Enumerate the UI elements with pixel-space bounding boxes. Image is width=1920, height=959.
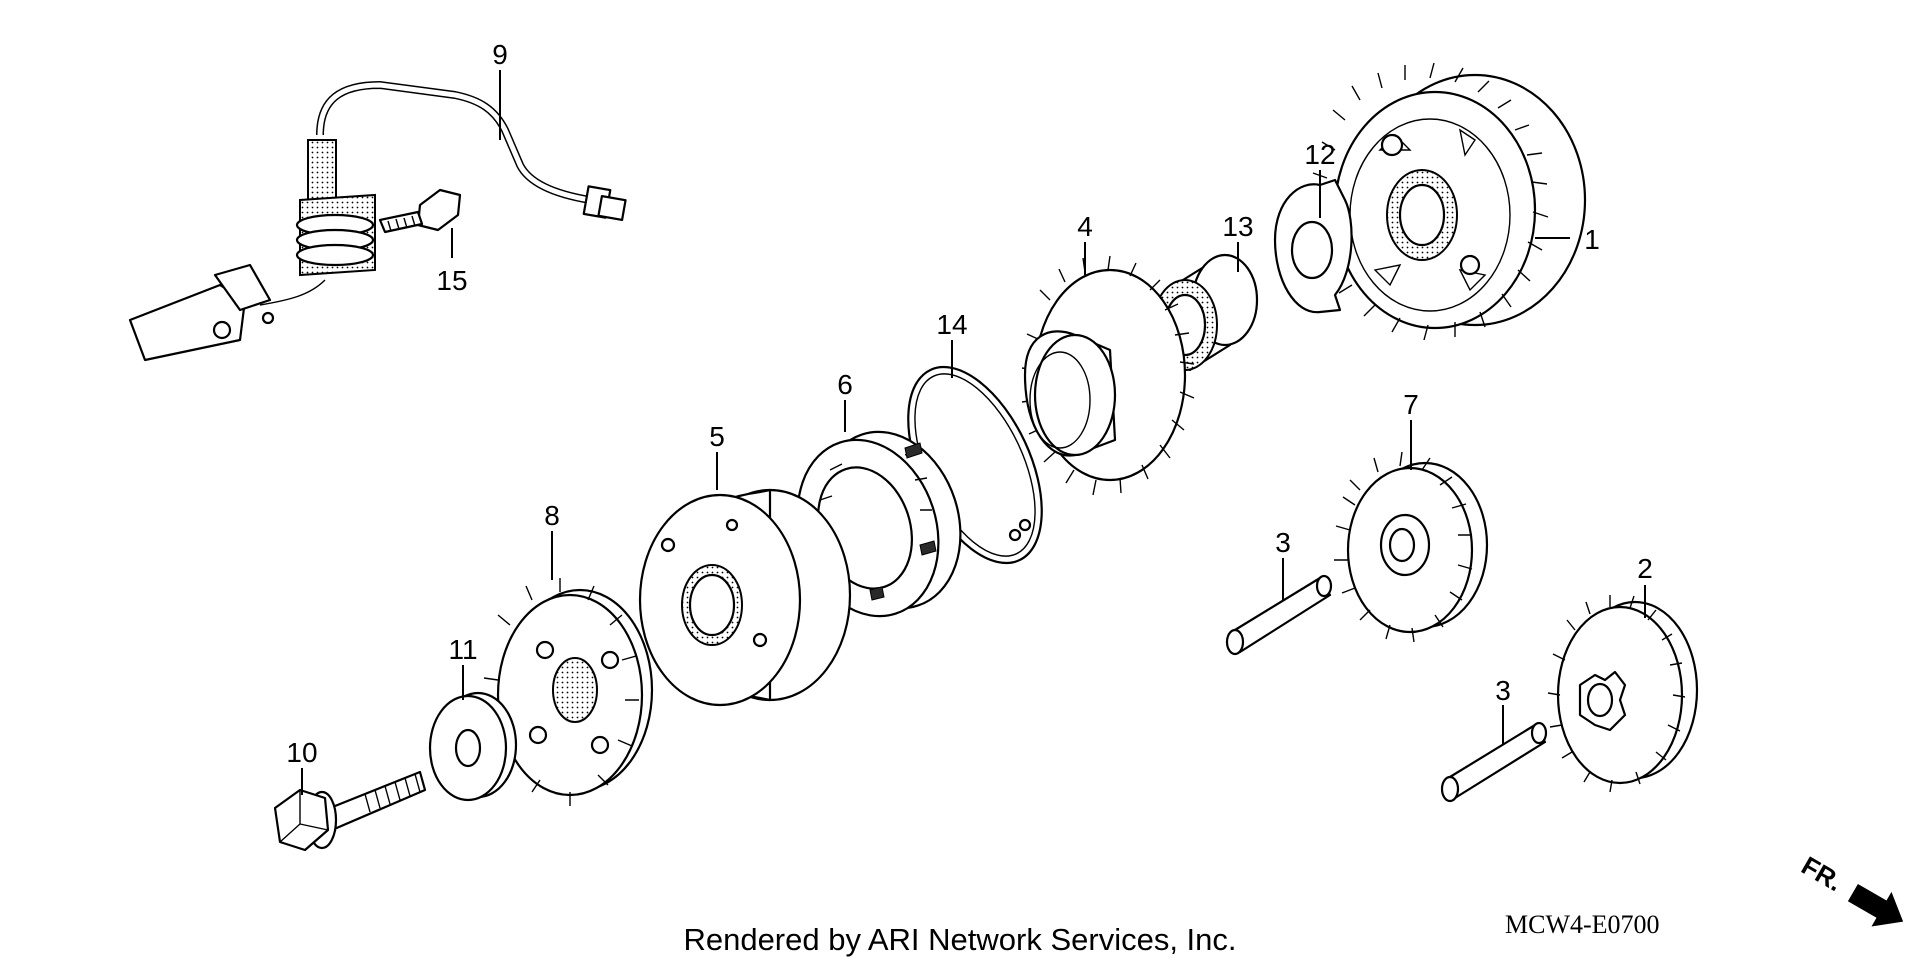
part-10-flange-bolt	[273, 770, 427, 852]
callout-5: 5	[709, 421, 725, 452]
callout-8: 8	[544, 500, 560, 531]
callout-1: 1	[1584, 224, 1600, 255]
callout-4: 4	[1077, 211, 1093, 242]
callout-3-upper: 3	[1275, 527, 1291, 558]
part-8-pulser-rotor	[483, 578, 654, 806]
callout-2: 2	[1637, 553, 1653, 584]
drawing-code: MCW4-E0700	[1505, 910, 1660, 939]
part-2-reduction-gear	[1547, 595, 1699, 793]
callout-10: 10	[286, 737, 317, 768]
part-15-bolt	[378, 188, 462, 234]
part-9-sensor-assembly	[128, 80, 627, 362]
part-3-shaft-lower	[1440, 721, 1548, 803]
front-direction-marker: FR.	[1797, 850, 1904, 927]
footer-credit: Rendered by ARI Network Services, Inc.	[683, 922, 1236, 957]
part-7-idle-gear	[1334, 451, 1489, 643]
part-12-thrust-washer	[1273, 178, 1353, 314]
callout-12: 12	[1304, 139, 1335, 170]
callout-11: 11	[448, 634, 477, 665]
part-1-large-gear	[1307, 62, 1587, 341]
callout-labels: 1 2 3 3 4 5 6 7 8 9 10 11 12 13 14 15	[286, 39, 1652, 768]
part-3-shaft-upper	[1225, 574, 1333, 656]
front-marker-label: FR.	[1797, 850, 1848, 897]
callout-3-lower: 3	[1495, 675, 1511, 706]
callout-7: 7	[1403, 389, 1419, 420]
callout-13: 13	[1222, 211, 1253, 242]
callout-9: 9	[492, 39, 508, 70]
leader-lines	[301, 70, 1646, 795]
callout-14: 14	[936, 309, 967, 340]
callout-15: 15	[436, 265, 467, 296]
front-arrow-icon	[1847, 883, 1904, 927]
part-11-washer	[428, 691, 518, 802]
part-4-gear	[1021, 255, 1195, 496]
callout-6: 6	[837, 369, 853, 400]
part-5-clutch-outer	[638, 488, 852, 707]
